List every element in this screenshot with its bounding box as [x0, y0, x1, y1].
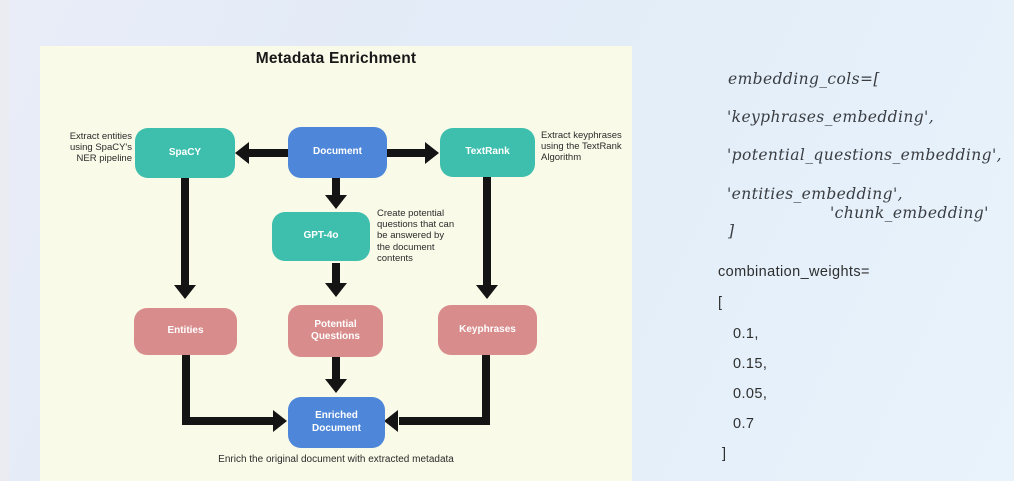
- code-chunk-embedding: 'chunk_embedding': [830, 204, 989, 222]
- diagram-title: Metadata Enrichment: [255, 50, 417, 67]
- node-textrank: TextRank: [440, 128, 535, 177]
- node-entities: Entities: [134, 308, 237, 355]
- annotation-textrank: Extract keyphrases using the TextRank Al…: [541, 130, 622, 164]
- code-keyphrases-embedding: 'keyphrases_embedding',: [727, 108, 935, 126]
- code-embedding-cols-close: ]: [728, 222, 735, 240]
- node-enriched-document: Enriched Document: [288, 397, 385, 448]
- code-embedding-cols-open: embedding_cols=[: [728, 70, 880, 88]
- left-edge-strip: [0, 0, 9, 481]
- code-entities-embedding: 'entities_embedding',: [727, 185, 903, 203]
- code-weight-value-1: 0.1,: [733, 326, 759, 342]
- code-weights-close-bracket: ]: [722, 446, 727, 462]
- code-weight-value-3: 0.05,: [733, 386, 768, 402]
- node-spacy: SpaCY: [135, 128, 235, 178]
- annotation-spacy: Extract entities using SpaCY's NER pipel…: [69, 131, 132, 165]
- diagram-caption: Enrich the original document with extrac…: [218, 454, 454, 465]
- annotation-gpt4o: Create potential questions that can be a…: [377, 208, 455, 264]
- code-combination-weights: combination_weights=: [718, 264, 870, 280]
- code-weight-value-2: 0.15,: [733, 356, 768, 372]
- code-potential-questions-embedding: 'potential_questions_embedding',: [727, 146, 1002, 164]
- node-document: Document: [288, 127, 387, 178]
- node-keyphrases: Keyphrases: [438, 305, 537, 355]
- code-weights-open-bracket: [: [718, 295, 723, 311]
- node-potential-questions: Potential Questions: [288, 305, 383, 357]
- node-gpt4o: GPT-4o: [272, 212, 370, 261]
- code-weight-value-4: 0.7: [733, 416, 755, 432]
